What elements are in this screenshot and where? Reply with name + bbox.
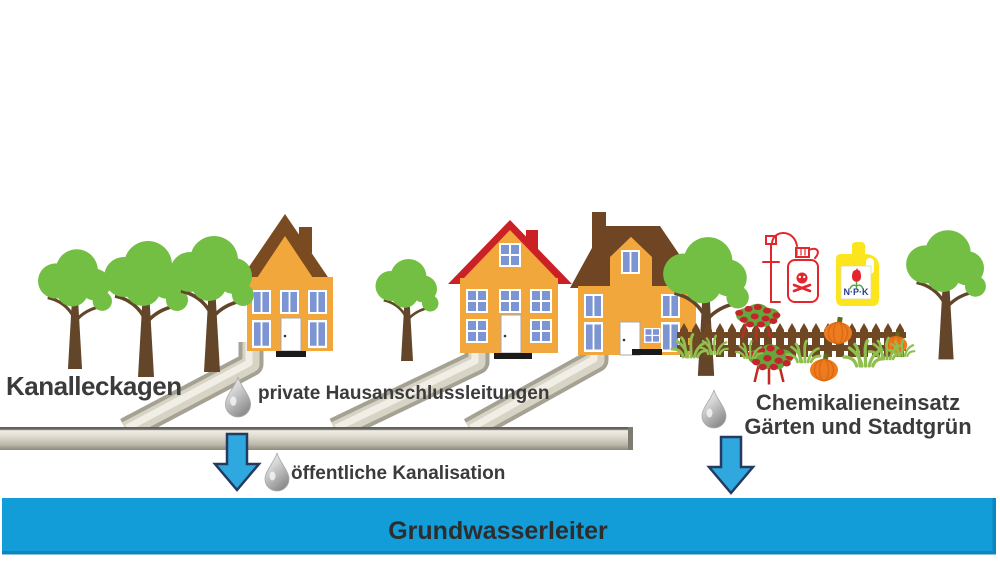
tree-icon [904,228,988,362]
label-chemikalieneinsatz-line2: Gärten und Stadtgrün [744,413,972,439]
water-drop-icon [264,452,290,492]
groundwater-band [2,498,996,555]
label-private-hausanschlussleitungen: private Hausanschlussleitungen [258,383,550,404]
flower-icon [849,268,864,290]
tree-icon [374,257,440,363]
label-grundwasserleiter: Grundwasserleiter [388,517,608,545]
pumpkin-icon [823,316,853,345]
label-kanalleckagen: Kanalleckagen [6,371,182,401]
fertilizer-jug-icon [836,242,879,306]
pesticide-sprayer-icon [762,232,819,303]
house-icon-1 [238,214,333,357]
down-arrow-icon [707,435,755,495]
tomato-plant-icon [745,343,796,386]
house-icon-2 [448,220,572,359]
label-oeffentliche-kanalisation: öffentliche Kanalisation [291,463,506,484]
label-chemikalieneinsatz: Chemikalieneinsatz Gärten und Stadtgrün [738,391,978,439]
main-sewer-pipe [0,427,633,450]
label-chemikalieneinsatz-line1: Chemikalieneinsatz [755,390,961,415]
skull-crossbones-icon [792,272,812,293]
label-npk: N·P·K [843,287,869,297]
water-drop-icon [701,389,727,429]
tree-icon [36,247,114,371]
